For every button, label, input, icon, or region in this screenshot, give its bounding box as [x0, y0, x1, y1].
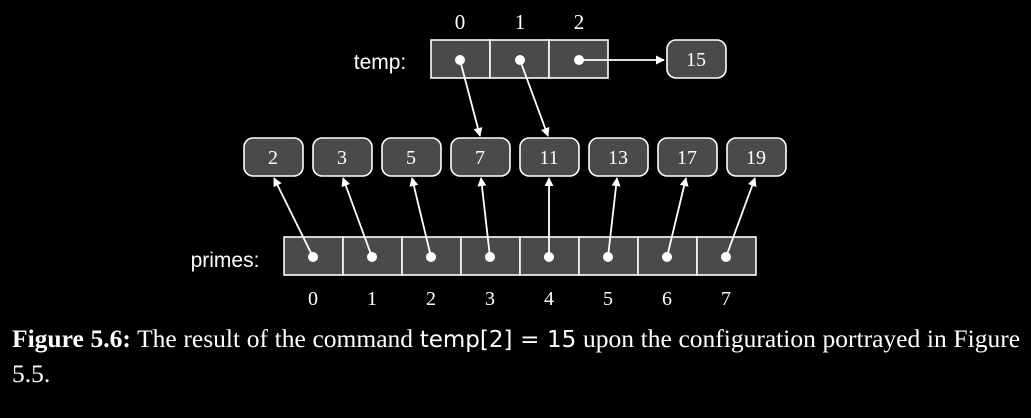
primes-arrow — [273, 177, 314, 258]
value-text: 5 — [406, 147, 416, 169]
primes-index: 7 — [721, 288, 731, 310]
temp-array — [430, 39, 609, 79]
primes-array — [283, 236, 757, 276]
primes-arrow — [666, 177, 689, 258]
primes-index: 3 — [485, 288, 495, 310]
value-box-17 — [657, 137, 718, 177]
temp-index: 1 — [515, 10, 526, 34]
diagram-canvas: temp: 0 1 2 15 — [191, 10, 787, 310]
temp-1-arrow — [519, 59, 550, 137]
primes-index: 5 — [603, 288, 613, 310]
value-text: 19 — [746, 147, 766, 169]
value-box-2 — [243, 137, 304, 177]
primes-arrow — [477, 177, 491, 258]
value-text: 17 — [677, 147, 697, 169]
value-box-7 — [450, 137, 511, 177]
figure-number: Figure 5.6: — [12, 324, 131, 353]
value-15-text: 15 — [686, 49, 706, 71]
value-box-5 — [381, 137, 442, 177]
temp-index: 2 — [574, 10, 585, 34]
value-box-3 — [312, 137, 373, 177]
primes-arrow — [607, 177, 621, 258]
primes-label: primes: — [191, 249, 260, 272]
value-box-19 — [726, 137, 787, 177]
value-text: 2 — [268, 147, 278, 169]
caption-text-after: upon the configuration portrayed in Figu… — [12, 324, 1021, 388]
primes-index: 1 — [367, 288, 377, 310]
value-text: 13 — [608, 147, 628, 169]
primes-indices: 0 1 2 3 4 5 6 7 — [308, 288, 731, 310]
primes-index: 0 — [308, 288, 318, 310]
primes-arrow — [725, 177, 757, 258]
temp-index: 0 — [455, 10, 466, 34]
primes-index: 6 — [662, 288, 672, 310]
value-box-11 — [519, 137, 580, 177]
value-text: 3 — [337, 147, 347, 169]
caption-text-before: The result of the command — [137, 324, 414, 353]
primes-index: 2 — [426, 288, 436, 310]
prime-value-boxes: 2 3 5 7 11 13 17 19 — [243, 137, 787, 177]
value-text: 7 — [475, 147, 485, 169]
primes-arrows — [273, 177, 757, 258]
primes-arrow — [341, 177, 373, 258]
figure-caption: Figure 5.6: The result of the command te… — [12, 322, 1020, 391]
temp-0-arrow — [459, 59, 483, 137]
value-box-15 — [666, 39, 727, 79]
primes-index: 4 — [544, 288, 554, 310]
value-text: 11 — [539, 147, 558, 169]
primes-arrow — [409, 177, 432, 258]
value-box-13 — [588, 137, 649, 177]
primes-cell — [460, 236, 521, 276]
caption-code: temp[2] = 15 — [419, 327, 577, 353]
temp-indices: 0 1 2 — [455, 10, 585, 34]
temp-label: temp: — [354, 51, 407, 74]
